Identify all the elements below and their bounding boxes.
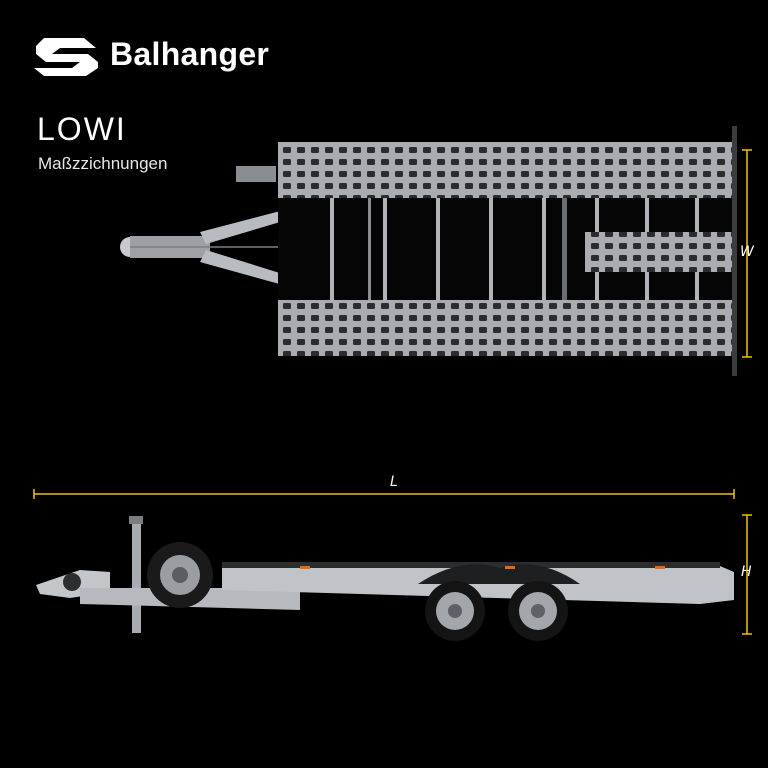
height-dimension-line	[742, 514, 752, 635]
jockey-wheel-top	[236, 166, 276, 182]
drawing-subtitle: Maßzzichnungen	[38, 154, 168, 173]
main-deck-side	[222, 566, 734, 604]
model-title: LOWI	[37, 111, 127, 147]
marker-light	[505, 566, 515, 569]
jockey-post	[132, 518, 141, 633]
center-ramp-plate	[585, 232, 733, 272]
fender	[418, 564, 580, 584]
upper-deck-plate	[278, 142, 734, 198]
width-label: W	[740, 244, 754, 260]
rear-bar	[732, 126, 737, 376]
coupling-ball	[63, 573, 81, 591]
marker-light	[300, 566, 310, 569]
brand-name: Balhanger	[110, 36, 270, 72]
marker-light	[655, 566, 665, 569]
length-label: L	[390, 474, 398, 490]
height-label: H	[741, 564, 752, 580]
lower-deck-plate	[278, 300, 734, 356]
width-dimension-line	[742, 149, 752, 358]
